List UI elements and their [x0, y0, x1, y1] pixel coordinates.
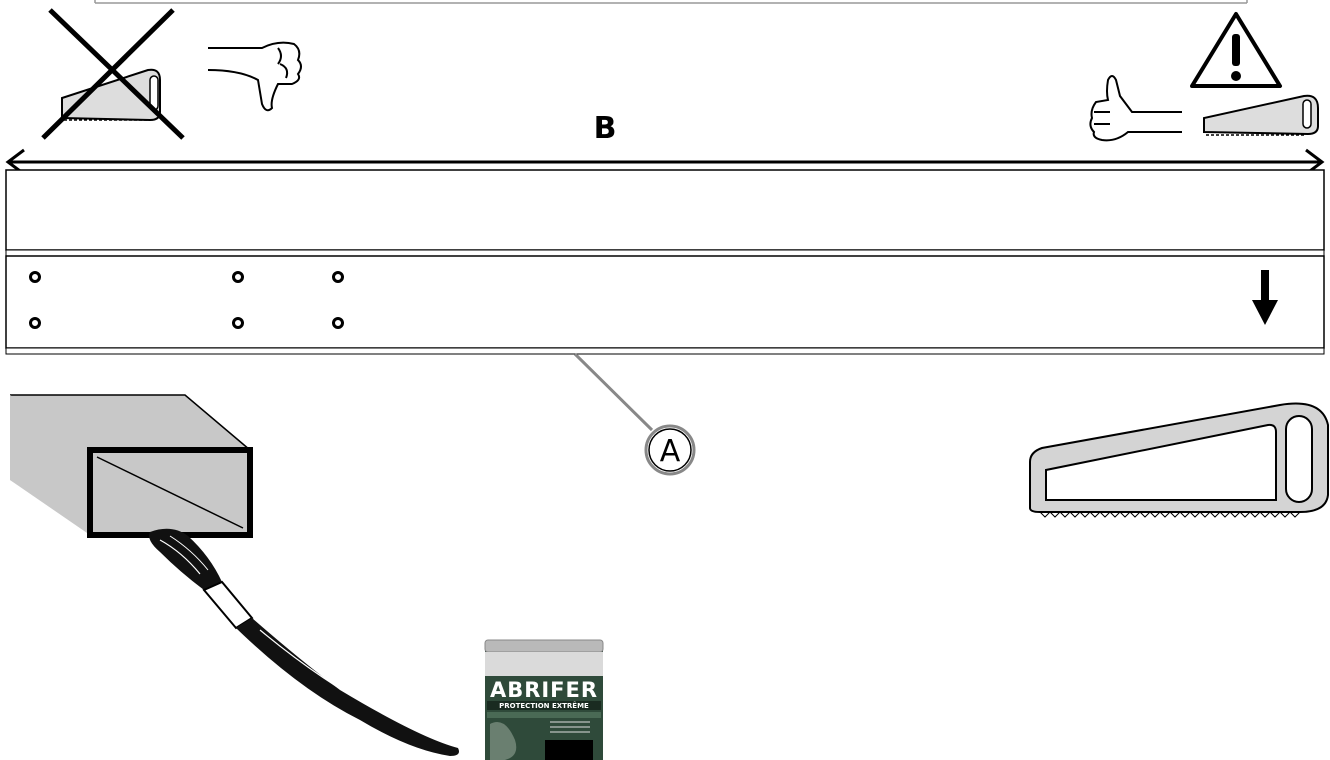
- hacksaw-icon: [1029, 402, 1329, 518]
- paintbrush-icon: [149, 528, 459, 756]
- callout-label: A: [660, 434, 681, 469]
- hole: [232, 317, 244, 329]
- arrow-down-icon: [1252, 270, 1278, 325]
- top-frame-line: [94, 0, 1248, 4]
- hole: [232, 271, 244, 283]
- hole: [332, 317, 344, 329]
- hole: [332, 271, 344, 283]
- hole: [29, 271, 41, 283]
- paint-can-brand: ABRIFER: [490, 678, 598, 702]
- dimension-label: B: [594, 111, 617, 146]
- crossed-saw-icon: [41, 8, 185, 140]
- dimension-b: B: [5, 111, 1325, 176]
- paint-can-icon: ABRIFER PROTECTION EXTRÊME: [484, 639, 604, 760]
- callout-a: A: [573, 352, 696, 476]
- paint-can-line: PROTECTION EXTRÊME: [499, 701, 589, 710]
- warning-icon: [1190, 12, 1282, 88]
- thumbs-up-icon: [1089, 75, 1182, 142]
- square-tube-icon: [10, 394, 253, 538]
- hacksaw-icon: [1203, 94, 1319, 136]
- thumbs-down-icon: [207, 41, 302, 112]
- profile-rail: [5, 169, 1325, 355]
- hole: [29, 317, 41, 329]
- mounting-holes: [29, 271, 344, 329]
